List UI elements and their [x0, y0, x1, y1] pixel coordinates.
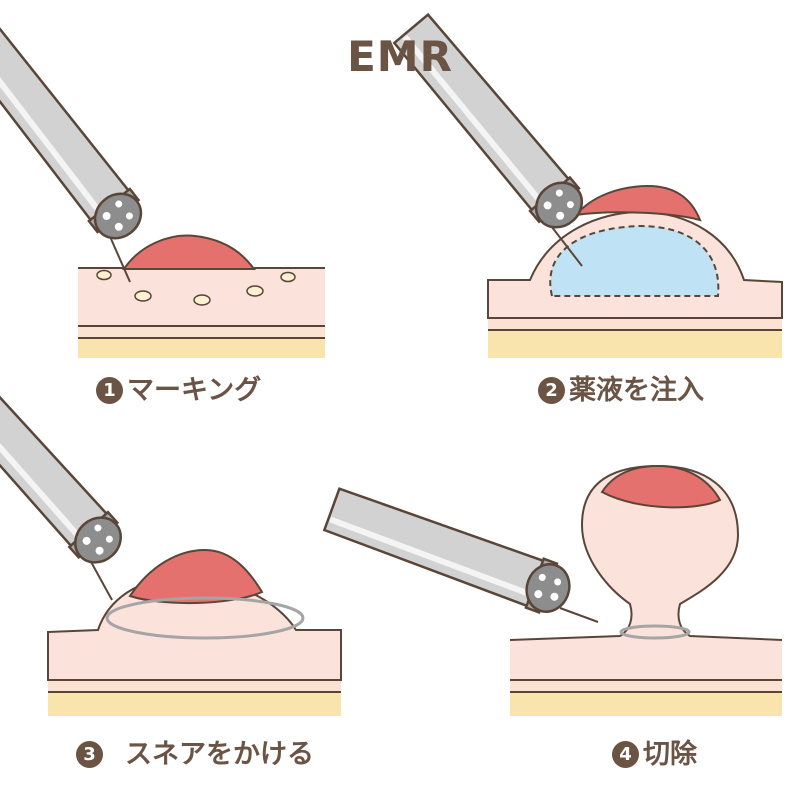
step-number-badge: 3 [76, 741, 103, 768]
step-label: 薬液を注入 [569, 375, 704, 406]
step-label: 切除 [643, 739, 697, 770]
lesion [122, 234, 256, 270]
step-number-badge: 1 [96, 377, 123, 404]
step-number-badge: 4 [612, 741, 639, 768]
step-3-caption: 3 スネアをかける [76, 732, 314, 771]
step-label: マーキング [127, 375, 262, 406]
marking-dots [96, 269, 296, 306]
snare-icon [105, 596, 305, 640]
panel-excision [323, 464, 783, 716]
step-label: スネアをかける [125, 739, 314, 770]
panel-snare [0, 352, 342, 716]
endoscope-icon [323, 485, 577, 620]
needle-icon [547, 221, 583, 267]
panel-injection [391, 12, 783, 358]
lesion [573, 184, 702, 222]
snare-icon [619, 624, 691, 640]
diagram-title: EMR [347, 32, 453, 81]
needle-icon [559, 607, 599, 623]
needle-icon [107, 231, 131, 283]
injected-fluid [549, 224, 720, 297]
panel-marking [0, 19, 325, 358]
lesion [600, 464, 722, 509]
lesion [128, 548, 264, 605]
needle-icon [89, 559, 113, 601]
step-number-badge: 2 [538, 377, 565, 404]
